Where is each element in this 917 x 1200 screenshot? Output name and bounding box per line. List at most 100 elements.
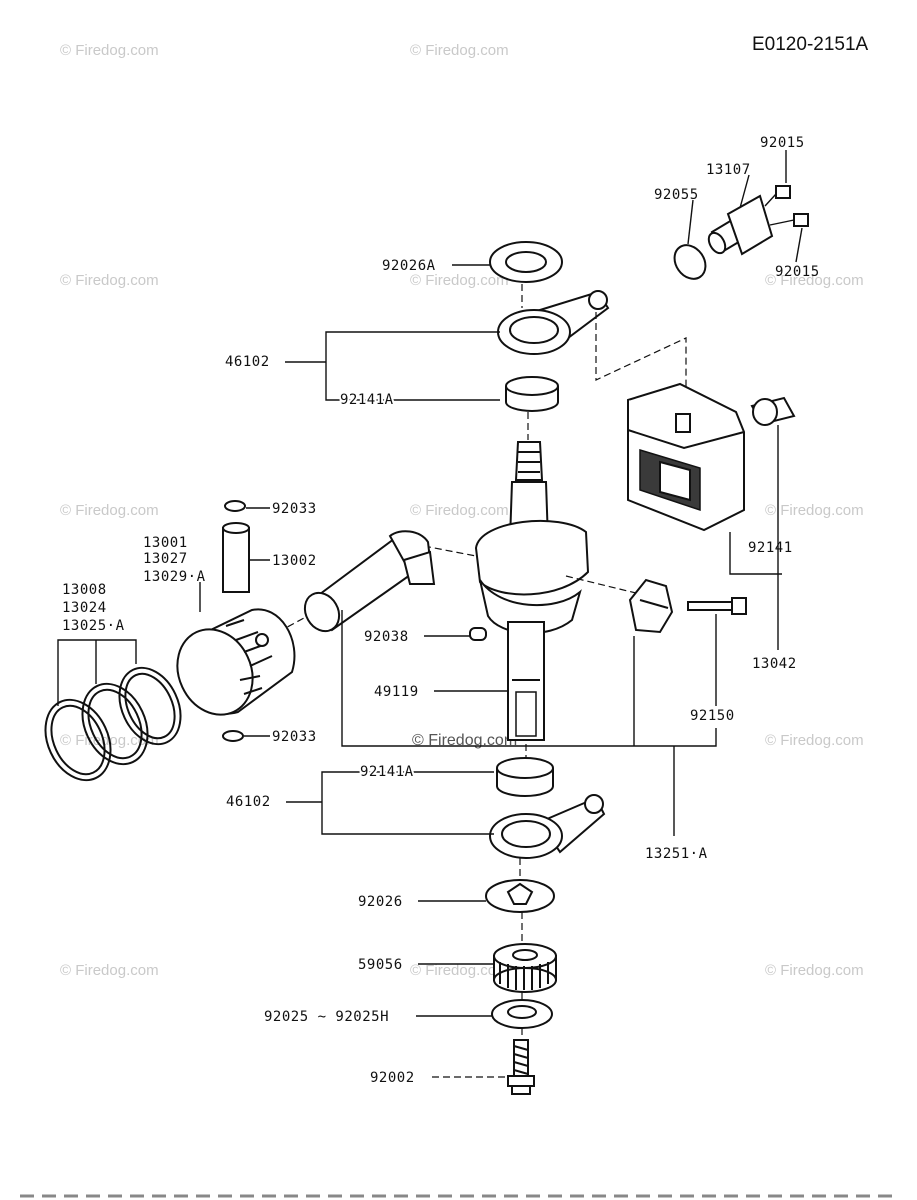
rod-cap-side (402, 550, 436, 585)
part-label: 13027 (143, 551, 188, 567)
ring-second (81, 682, 149, 766)
part-label: 92025 ~ 92025H (264, 1009, 389, 1025)
part-label: 13008 (62, 582, 107, 598)
leader-line (795, 227, 803, 263)
rod-small-end (303, 591, 341, 633)
part-label: 92033 (272, 501, 317, 517)
bolt-head (731, 597, 747, 615)
crankcase-block (627, 382, 745, 532)
rod-cap (628, 578, 674, 634)
part-label: 92033 (272, 729, 317, 745)
pin-body (222, 527, 250, 593)
watermark: © Firedog.com (60, 962, 159, 979)
block-boss (675, 413, 691, 433)
leader-line (769, 219, 795, 226)
bracket-rings (57, 639, 137, 706)
watermark: © Firedog.com (410, 962, 509, 979)
weight-eye (584, 794, 604, 814)
part-label: 92026A (382, 258, 436, 274)
ring-second-inner (87, 688, 143, 760)
watermark: © Firedog.com (60, 502, 159, 519)
bolt-shank (687, 601, 733, 611)
shaft-end (707, 231, 727, 255)
cap-line (639, 599, 669, 609)
upper-balancer-weight (497, 290, 610, 355)
watermark: © Firedog.com (410, 272, 509, 289)
block-pocket (659, 460, 691, 502)
bearing-top (496, 757, 554, 779)
bolt-head (511, 1085, 531, 1095)
diagram-code: E0120-2151A (752, 34, 869, 55)
upper-washer-92026A (489, 241, 563, 283)
nut-upper (775, 185, 791, 199)
crank-web-upper (474, 520, 590, 596)
washer-92026 (485, 879, 555, 913)
ring-grooves (225, 619, 273, 667)
piston-crown (176, 628, 254, 716)
part-label: 46102 (226, 794, 271, 810)
ring-oil-inner (50, 704, 106, 776)
watermark: © Firedog.com (765, 732, 864, 749)
part-label: 92015 (775, 264, 820, 280)
pin-top (222, 522, 250, 534)
piston-pin-13002 (222, 500, 250, 742)
part-label: 13251·A (645, 846, 708, 862)
bracket-92141 (729, 532, 782, 575)
leader-line (687, 199, 694, 245)
crank-web-lower (479, 579, 582, 635)
watermark-center: © Firedog.com (412, 732, 517, 749)
lower-balancer-weight (489, 794, 606, 859)
part-label: 49119 (374, 684, 419, 700)
part-label: 92055 (654, 187, 699, 203)
watermark: © Firedog.com (765, 962, 864, 979)
ring-top-inner (124, 672, 176, 740)
part-label: 59056 (358, 957, 403, 973)
bracket-46102-bottom (321, 771, 494, 835)
bolt-thread (513, 1045, 529, 1075)
washer-inner (505, 251, 547, 273)
part-label: 92141A (340, 392, 394, 408)
part-label: 13001 (143, 535, 188, 551)
piston-rings (44, 666, 182, 782)
part-label: 92141 (748, 540, 793, 556)
key (469, 627, 487, 641)
gear-59056 (493, 943, 557, 993)
watermark: © Firedog.com (410, 502, 509, 519)
bushing-face (752, 398, 778, 426)
part-label: 13024 (62, 600, 107, 616)
assembly-dash-line (595, 312, 687, 412)
gear-teeth (499, 962, 549, 990)
shaft-flange (726, 194, 774, 256)
watermark: © Firedog.com (765, 502, 864, 519)
washer-hole (506, 882, 534, 905)
watermark: © Firedog.com (60, 272, 159, 289)
ring-grooves (239, 675, 263, 695)
part-label: 46102 (225, 354, 270, 370)
balancer-shaft-assembly (673, 185, 809, 280)
assembly-dash-line (423, 545, 477, 557)
watermark: © Firedog.com (765, 272, 864, 289)
key-92038 (469, 627, 487, 641)
o-ring-92055 (673, 244, 707, 280)
part-label: 92026 (358, 894, 403, 910)
bolt-flange (507, 1075, 535, 1087)
part-label: 13025·A (62, 618, 125, 634)
washer-92025 (491, 999, 553, 1029)
part-label: 92141A (360, 764, 414, 780)
pin-boss (255, 633, 269, 647)
washer-inner (507, 1005, 537, 1019)
part-label: 13002 (272, 553, 317, 569)
part-label: 13107 (706, 162, 751, 178)
crankshaft-49119 (474, 441, 590, 741)
watermark: © Firedog.com (410, 42, 509, 59)
ring-top (118, 666, 182, 746)
piston-13001 (176, 608, 296, 716)
bearing-top (505, 376, 559, 396)
part-label: 13042 (752, 656, 797, 672)
lower-bearing-92141A (496, 757, 554, 797)
watermark: © Firedog.com (60, 42, 159, 59)
bracket-13251A (341, 610, 717, 747)
keyway (515, 691, 537, 737)
part-label: 13029·A (143, 569, 206, 585)
